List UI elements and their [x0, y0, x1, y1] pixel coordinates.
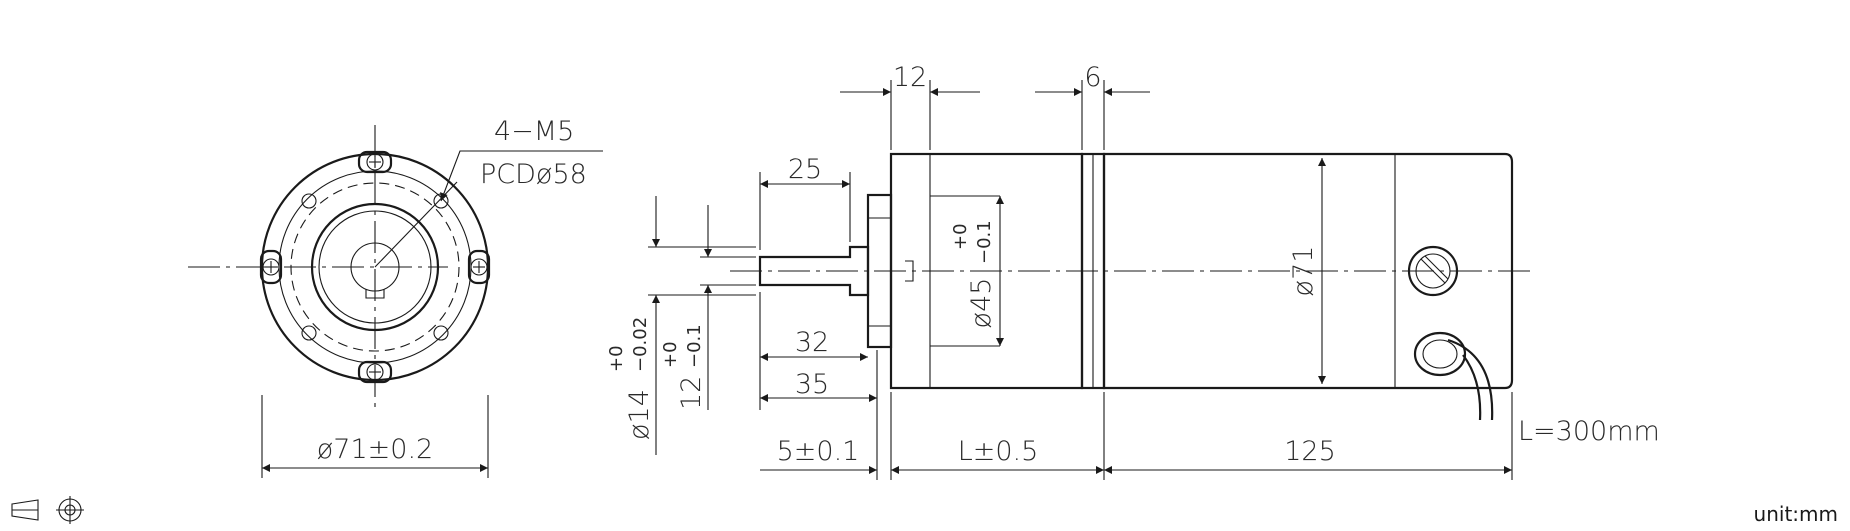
front-boss-circle	[310, 202, 440, 332]
shaft-key-flat	[365, 289, 385, 299]
dim-12-key-label: 12	[676, 376, 707, 410]
cable-outlet	[1413, 331, 1494, 421]
pcd-label: PCDø58	[480, 159, 587, 190]
m5-leader	[440, 150, 603, 202]
mount-screw-bottom	[357, 360, 393, 384]
mount-screw-left	[259, 249, 283, 285]
mount-screw-top	[357, 150, 393, 174]
motor-body	[1102, 152, 1514, 390]
cable-length-label: L=300mm	[1518, 416, 1660, 447]
mount-screw-right	[467, 249, 491, 285]
dim-14-upper-tol: +0	[606, 345, 627, 372]
dim-71-label: ø71	[1288, 246, 1319, 297]
thread-label: 4−M5	[494, 116, 574, 147]
side-view: 12 6 25 32 35 5±0.1 L±0.5 125 ø71	[606, 62, 1660, 480]
m5-hole-2	[301, 193, 317, 209]
m5-hole-4	[433, 325, 449, 341]
pcd-circle	[290, 182, 460, 352]
dim-12-label: 12	[893, 62, 927, 93]
dim-45-label: ø45	[966, 278, 997, 329]
dim-5-label: 5±0.1	[777, 436, 860, 467]
projection-cone-icon	[11, 499, 39, 521]
dim-32-label: 32	[795, 327, 829, 358]
dim-14-label: ø14	[624, 389, 655, 440]
front-diameter-label: ø71±0.2	[317, 434, 433, 465]
dim-35-label: 35	[795, 369, 829, 400]
dim-12-key-lower-tol: −0.1	[684, 324, 705, 368]
shaft-circle	[350, 242, 400, 292]
dim-L-label: L±0.5	[958, 436, 1039, 467]
front-boss-inner-circle	[318, 210, 432, 324]
pcd-leader	[374, 181, 458, 268]
motor-screw	[1407, 245, 1459, 297]
m5-hole-3	[301, 325, 317, 341]
unit-label: unit:mm	[1754, 502, 1838, 526]
projection-circle-icon	[56, 496, 84, 524]
projection-symbol	[11, 496, 84, 524]
dim-14-lower-tol: −0.02	[630, 317, 651, 372]
dim-45-lower-tol: −0.1	[974, 220, 995, 264]
front-view: 4−M5 PCDø58 ø71±0.2	[188, 116, 603, 478]
shaft-end-feature	[905, 260, 914, 282]
dim-6-label: 6	[1084, 62, 1101, 93]
dim-125-label: 125	[1284, 436, 1336, 467]
dim-12-key-upper-tol: +0	[660, 341, 681, 368]
dim-45-upper-tol: +0	[950, 223, 971, 250]
dim-25-label: 25	[788, 154, 822, 185]
